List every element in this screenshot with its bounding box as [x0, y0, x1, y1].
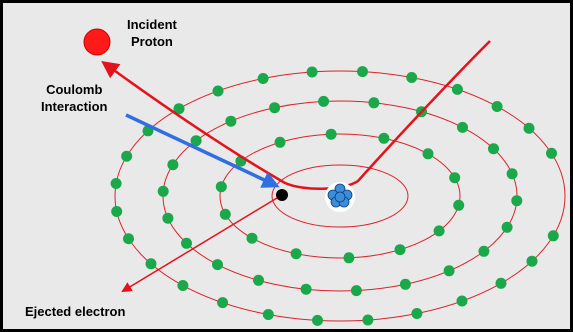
electron-icon — [368, 97, 380, 109]
electrons — [110, 66, 559, 326]
electron-icon — [488, 143, 499, 155]
electron-icon — [253, 274, 264, 286]
electron-icon — [495, 277, 507, 289]
electron-icon — [449, 172, 461, 184]
electron-icon — [318, 95, 330, 107]
electron-icon — [451, 83, 463, 95]
coulomb-label-line1: Coulomb — [46, 82, 103, 97]
electron-icon — [215, 181, 227, 193]
electron-icon — [547, 230, 559, 242]
electron-icon — [177, 280, 189, 291]
electron-icon — [362, 314, 374, 326]
ejected-electron-path — [121, 194, 283, 293]
electron-icon — [546, 147, 557, 159]
electron-icon — [511, 195, 523, 207]
electron-icon — [274, 136, 286, 148]
electron-icon — [350, 285, 362, 297]
proton-trajectory — [101, 40, 491, 191]
electron-icon — [394, 244, 406, 256]
electron-icon — [246, 232, 258, 244]
orbit-4 — [114, 70, 566, 322]
electron-icon — [491, 101, 503, 112]
electron-icon — [190, 135, 202, 147]
electron-icon — [269, 102, 281, 114]
atom-nucleus-icon — [325, 182, 355, 212]
electron-icon — [399, 278, 411, 290]
electron-icon — [411, 308, 423, 319]
electron-icon — [406, 72, 418, 83]
proton-icon — [83, 28, 111, 56]
electron-icon — [290, 248, 302, 260]
electron-icon — [306, 66, 318, 78]
electron-icon — [453, 199, 465, 211]
electron-icon — [312, 314, 323, 326]
electron-icon — [433, 225, 445, 237]
electron-icon — [378, 132, 390, 144]
coulomb-interaction-arrow — [125, 113, 280, 188]
electron-icon — [110, 178, 122, 189]
coulomb-interaction-label: Coulomb Interaction — [41, 81, 107, 115]
electron-icon — [523, 122, 535, 134]
electron-icon — [181, 237, 192, 249]
electron-icon — [145, 258, 157, 270]
electron-icon — [456, 295, 468, 307]
electron-icon — [123, 233, 134, 245]
orbit-1 — [271, 164, 409, 228]
electron-icon — [300, 283, 312, 295]
electron-icon — [457, 121, 468, 133]
electron-icon — [121, 150, 133, 162]
electron-icon — [225, 115, 237, 127]
incident-label-line1: Incident — [127, 17, 177, 32]
electron-icon — [422, 148, 434, 160]
electron-icon — [343, 252, 355, 264]
electron-icon — [443, 265, 455, 277]
electron-icon — [217, 297, 229, 309]
electron-icon — [167, 159, 179, 171]
electron-icon — [111, 206, 123, 217]
electron-icon — [501, 221, 513, 233]
electron-icon — [506, 168, 518, 180]
ejected-electron — [276, 189, 288, 201]
coulomb-label-line2: Interaction — [41, 99, 108, 114]
electron-icon — [262, 309, 274, 320]
incident-label-line2: Proton — [130, 34, 173, 49]
electron-icon — [257, 73, 269, 84]
electron-icon — [219, 208, 231, 220]
electron-icon — [162, 212, 174, 224]
electron-icon — [212, 259, 223, 271]
electron-icon — [526, 255, 538, 267]
orbit-2 — [219, 133, 461, 259]
electron-icon — [173, 103, 185, 115]
electron-icon — [212, 85, 224, 97]
electron-icon — [325, 128, 337, 140]
coulomb-interaction-diagram — [83, 28, 566, 326]
electron-icon — [357, 66, 368, 78]
ejected-electron-label: Ejected electron — [25, 304, 126, 319]
electron-icon — [157, 185, 169, 197]
electron-icon — [478, 245, 490, 257]
incident-proton-label: Incident Proton — [127, 16, 177, 50]
